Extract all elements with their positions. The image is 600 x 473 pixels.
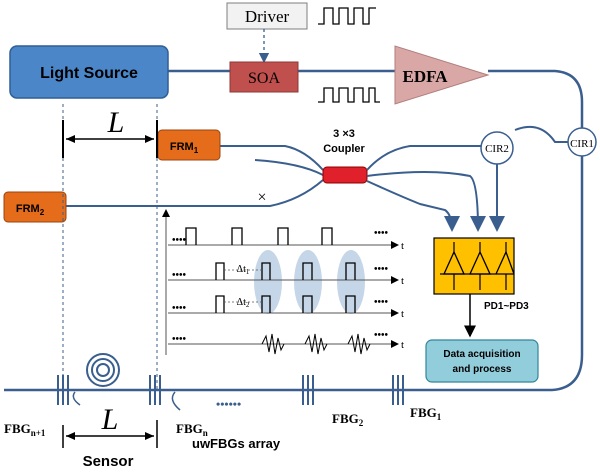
soa-pulse-train: [318, 87, 380, 103]
sensor-coil-outer: [86, 353, 120, 387]
edfa-label: EDFA: [402, 67, 448, 86]
fiber-edfa-cir1: [488, 69, 584, 128]
fbg2-grating: [302, 375, 314, 405]
fbg-n1-grating: [57, 375, 69, 405]
row3-t-label: t: [401, 308, 404, 320]
fiber-cir1-array: [4, 156, 584, 392]
row1-t-label: t: [401, 240, 404, 252]
light-source-label: Light Source: [40, 65, 138, 82]
sensor-coil-inner: [96, 363, 110, 377]
frm1-label: FRM1: [170, 141, 199, 155]
row3-dots-right: ••••: [374, 297, 389, 308]
row1-dots-left: ••••: [172, 235, 187, 246]
coupler-label-line1: 3 ×3: [333, 128, 355, 140]
cross-mark: ×: [257, 189, 266, 206]
row4-t-label: t: [401, 339, 404, 351]
light-source-box: [9, 45, 169, 99]
frm2-box: [3, 191, 67, 223]
fbg1-label: FBG1: [410, 405, 442, 422]
overlap-ellipse-1: [254, 250, 282, 314]
length-bottom-label: L: [101, 403, 119, 436]
daq-label-line2: and process: [453, 364, 512, 375]
reflect-arrow-n: [171, 391, 181, 411]
row4-interference-signals: [261, 333, 371, 355]
uwfbg-array-label: uwFBGs array: [192, 436, 281, 451]
row1-dots-right: ••••: [374, 228, 389, 239]
cir1-label: CIR1: [570, 138, 594, 150]
pd-leads: [440, 242, 514, 290]
fiber-coupler-pd2: [366, 171, 486, 232]
dt2-label: Δt2: [237, 297, 250, 309]
length-top-label: L: [107, 106, 125, 139]
fbg-n1-label: FBGn+1: [4, 421, 46, 438]
fbg1-grating: [392, 375, 404, 405]
overlap-ellipse-3: [337, 250, 365, 314]
row2-pulses: [215, 262, 356, 280]
coupler-label-line2: Coupler: [323, 143, 365, 155]
length-top-arrowhead-right: [145, 135, 154, 143]
cir2-label: CIR2: [485, 143, 509, 155]
row4-dots-right: ••••: [374, 330, 389, 341]
fbg-n-label: FBGn: [176, 421, 208, 438]
row2-t-label: t: [401, 275, 404, 287]
fiber-frm2-coupler: [66, 179, 324, 207]
pd-label: PD1~PD3: [484, 301, 529, 312]
row1-pulses: [185, 227, 333, 245]
fbg2-label: FBG2: [332, 411, 364, 428]
length-top-arrowhead-left: [66, 135, 75, 143]
reflect-arrow-n1: [72, 391, 81, 406]
edfa-triangle: [394, 45, 490, 105]
row2-dots-right: ••••: [374, 264, 389, 275]
fiber-coupler-pd1: [366, 180, 460, 232]
row2-dots-left: ••••: [172, 270, 187, 281]
row4-dots-left: ••••: [172, 334, 187, 345]
soa-label: SOA: [248, 70, 280, 87]
dt1-label: Δt1: [237, 264, 250, 276]
fiber-coupler-cir2: [366, 145, 481, 171]
length-bottom-arrowhead-right: [145, 432, 154, 440]
soa-box: [229, 61, 299, 93]
overlap-ellipse-2: [294, 250, 322, 314]
fiber-coupler-middle-in: [254, 159, 324, 176]
row3-pulses: [215, 295, 356, 313]
daq-label-line1: Data acquisition: [443, 349, 520, 360]
driver-box: [226, 2, 308, 30]
fbg-n-grating: [149, 375, 161, 405]
length-bottom-arrowhead-left: [66, 432, 75, 440]
fiber-cir1-cir2: [514, 126, 568, 143]
sensor-label: Sensor: [83, 453, 134, 470]
frm2-label: FRM2: [16, 203, 45, 217]
sensor-coil-middle: [91, 358, 115, 382]
array-dots: ••••••: [216, 397, 241, 411]
coupler-box: [322, 166, 368, 184]
driver-pulse-train: [318, 7, 376, 25]
driver-label: Driver: [245, 7, 290, 26]
fiber-frm1-coupler: [220, 145, 324, 171]
row3-dots-left: ••••: [172, 303, 187, 314]
daq-box: [425, 339, 539, 383]
